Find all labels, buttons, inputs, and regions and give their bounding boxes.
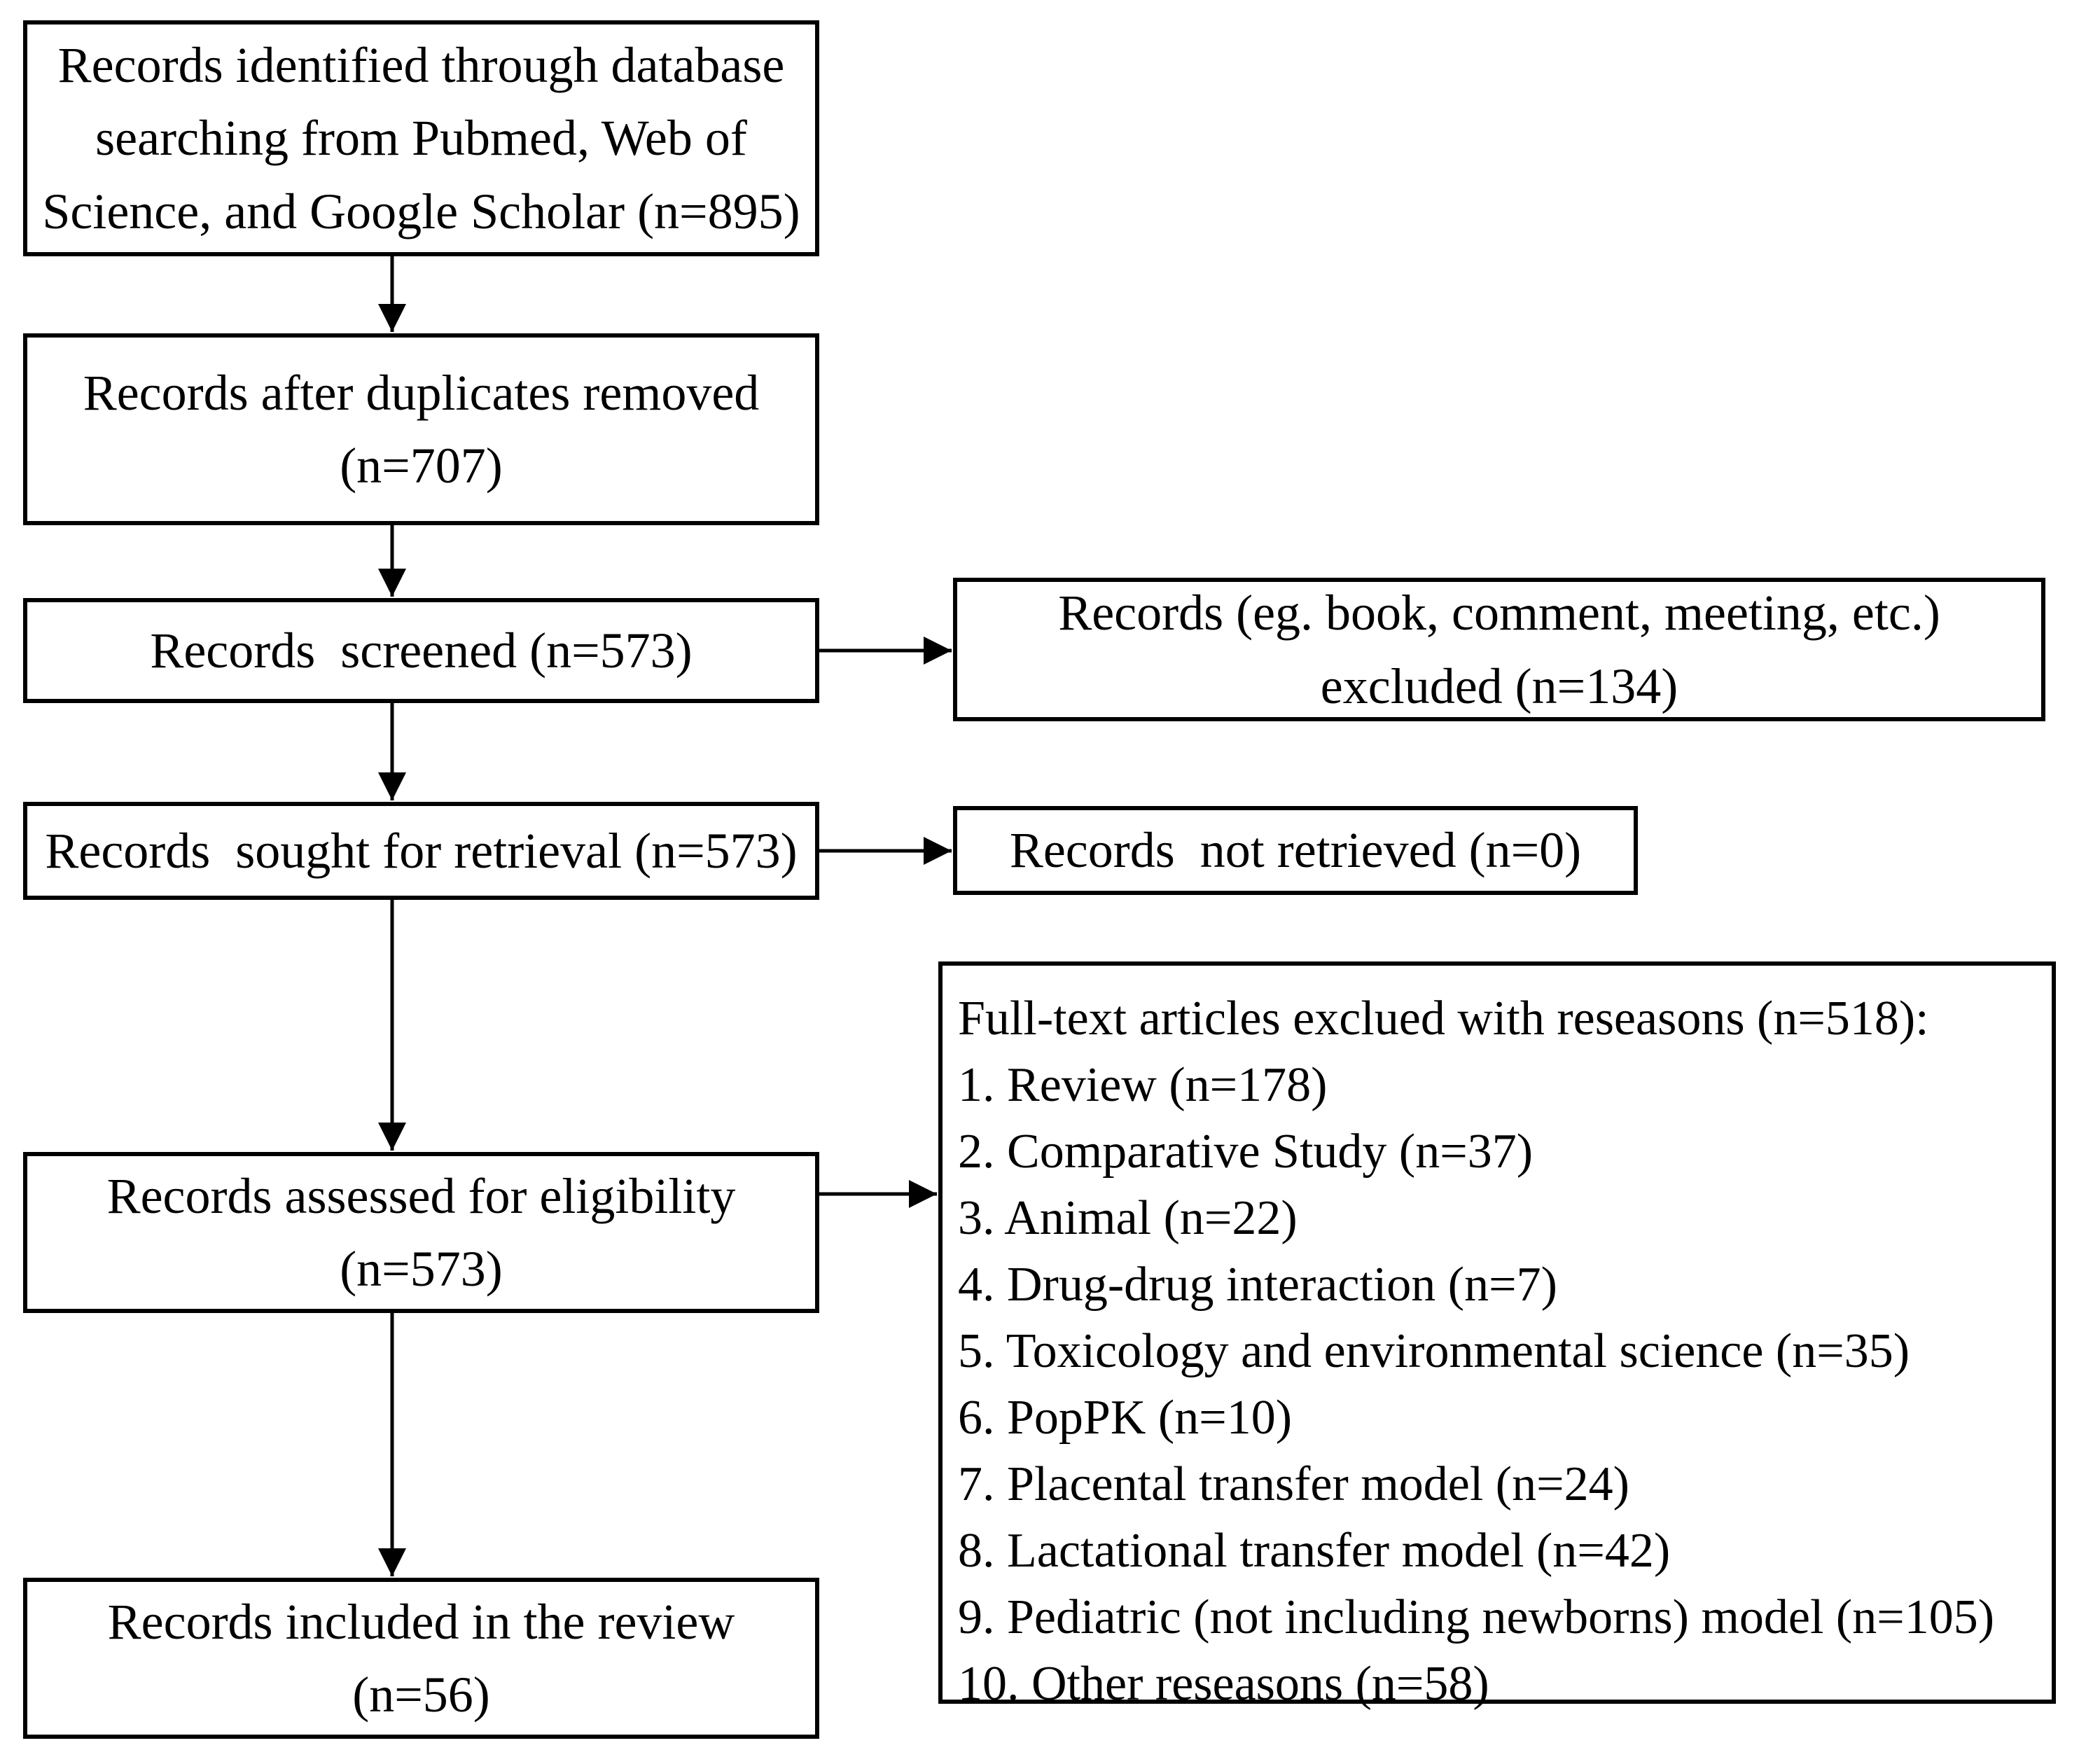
box-records-included: Records included in the review (n=56)	[23, 1578, 819, 1739]
exclusion-reason-item: 1. Review (n=178)	[958, 1058, 1328, 1112]
exclusion-reason-item: 2. Comparative Study (n=37)	[958, 1125, 1534, 1179]
box-fulltext-excluded: Full-text articles exclued with reseason…	[938, 961, 2056, 1711]
exclusion-reason-item: 5. Toxicology and environmental science …	[958, 1324, 1910, 1378]
box-records-identified: Records identified through database sear…	[23, 20, 819, 256]
box-duplicates-removed: Records after duplicates removed (n=707)	[23, 333, 819, 525]
exclusion-reason-item: 9. Pediatric (not including newborns) mo…	[958, 1590, 1995, 1644]
fulltext-excluded-title: Full-text articles exclued with reseason…	[958, 992, 1929, 1046]
exclusion-reason-item: 3. Animal (n=22)	[958, 1191, 1298, 1245]
fulltext-excluded-reason-list: 1. Review (n=178) 2. Comparative Study (n…	[958, 1052, 2047, 1717]
exclusion-reason-item: 6. PopPK (n=10)	[958, 1391, 1293, 1445]
box-records-excluded: Records (eg. book, comment, meeting, etc…	[953, 578, 2045, 721]
exclusion-reason-item: 7. Placental transfer model (n=24)	[958, 1457, 1629, 1511]
box-records-screened: Records screened (n=573)	[23, 598, 819, 703]
box-records-not-retrieved: Records not retrieved (n=0)	[953, 806, 1638, 895]
exclusion-reason-item: 4. Drug-drug interaction (n=7)	[958, 1258, 1557, 1312]
box-records-assessed: Records assessed for eligibility (n=573)	[23, 1152, 819, 1313]
box-records-sought: Records sought for retrieval (n=573)	[23, 802, 819, 900]
exclusion-reason-item: 10. Other reseasons (n=58)	[958, 1657, 1489, 1711]
exclusion-reason-item: 8. Lactational transfer model (n=42)	[958, 1524, 1671, 1578]
